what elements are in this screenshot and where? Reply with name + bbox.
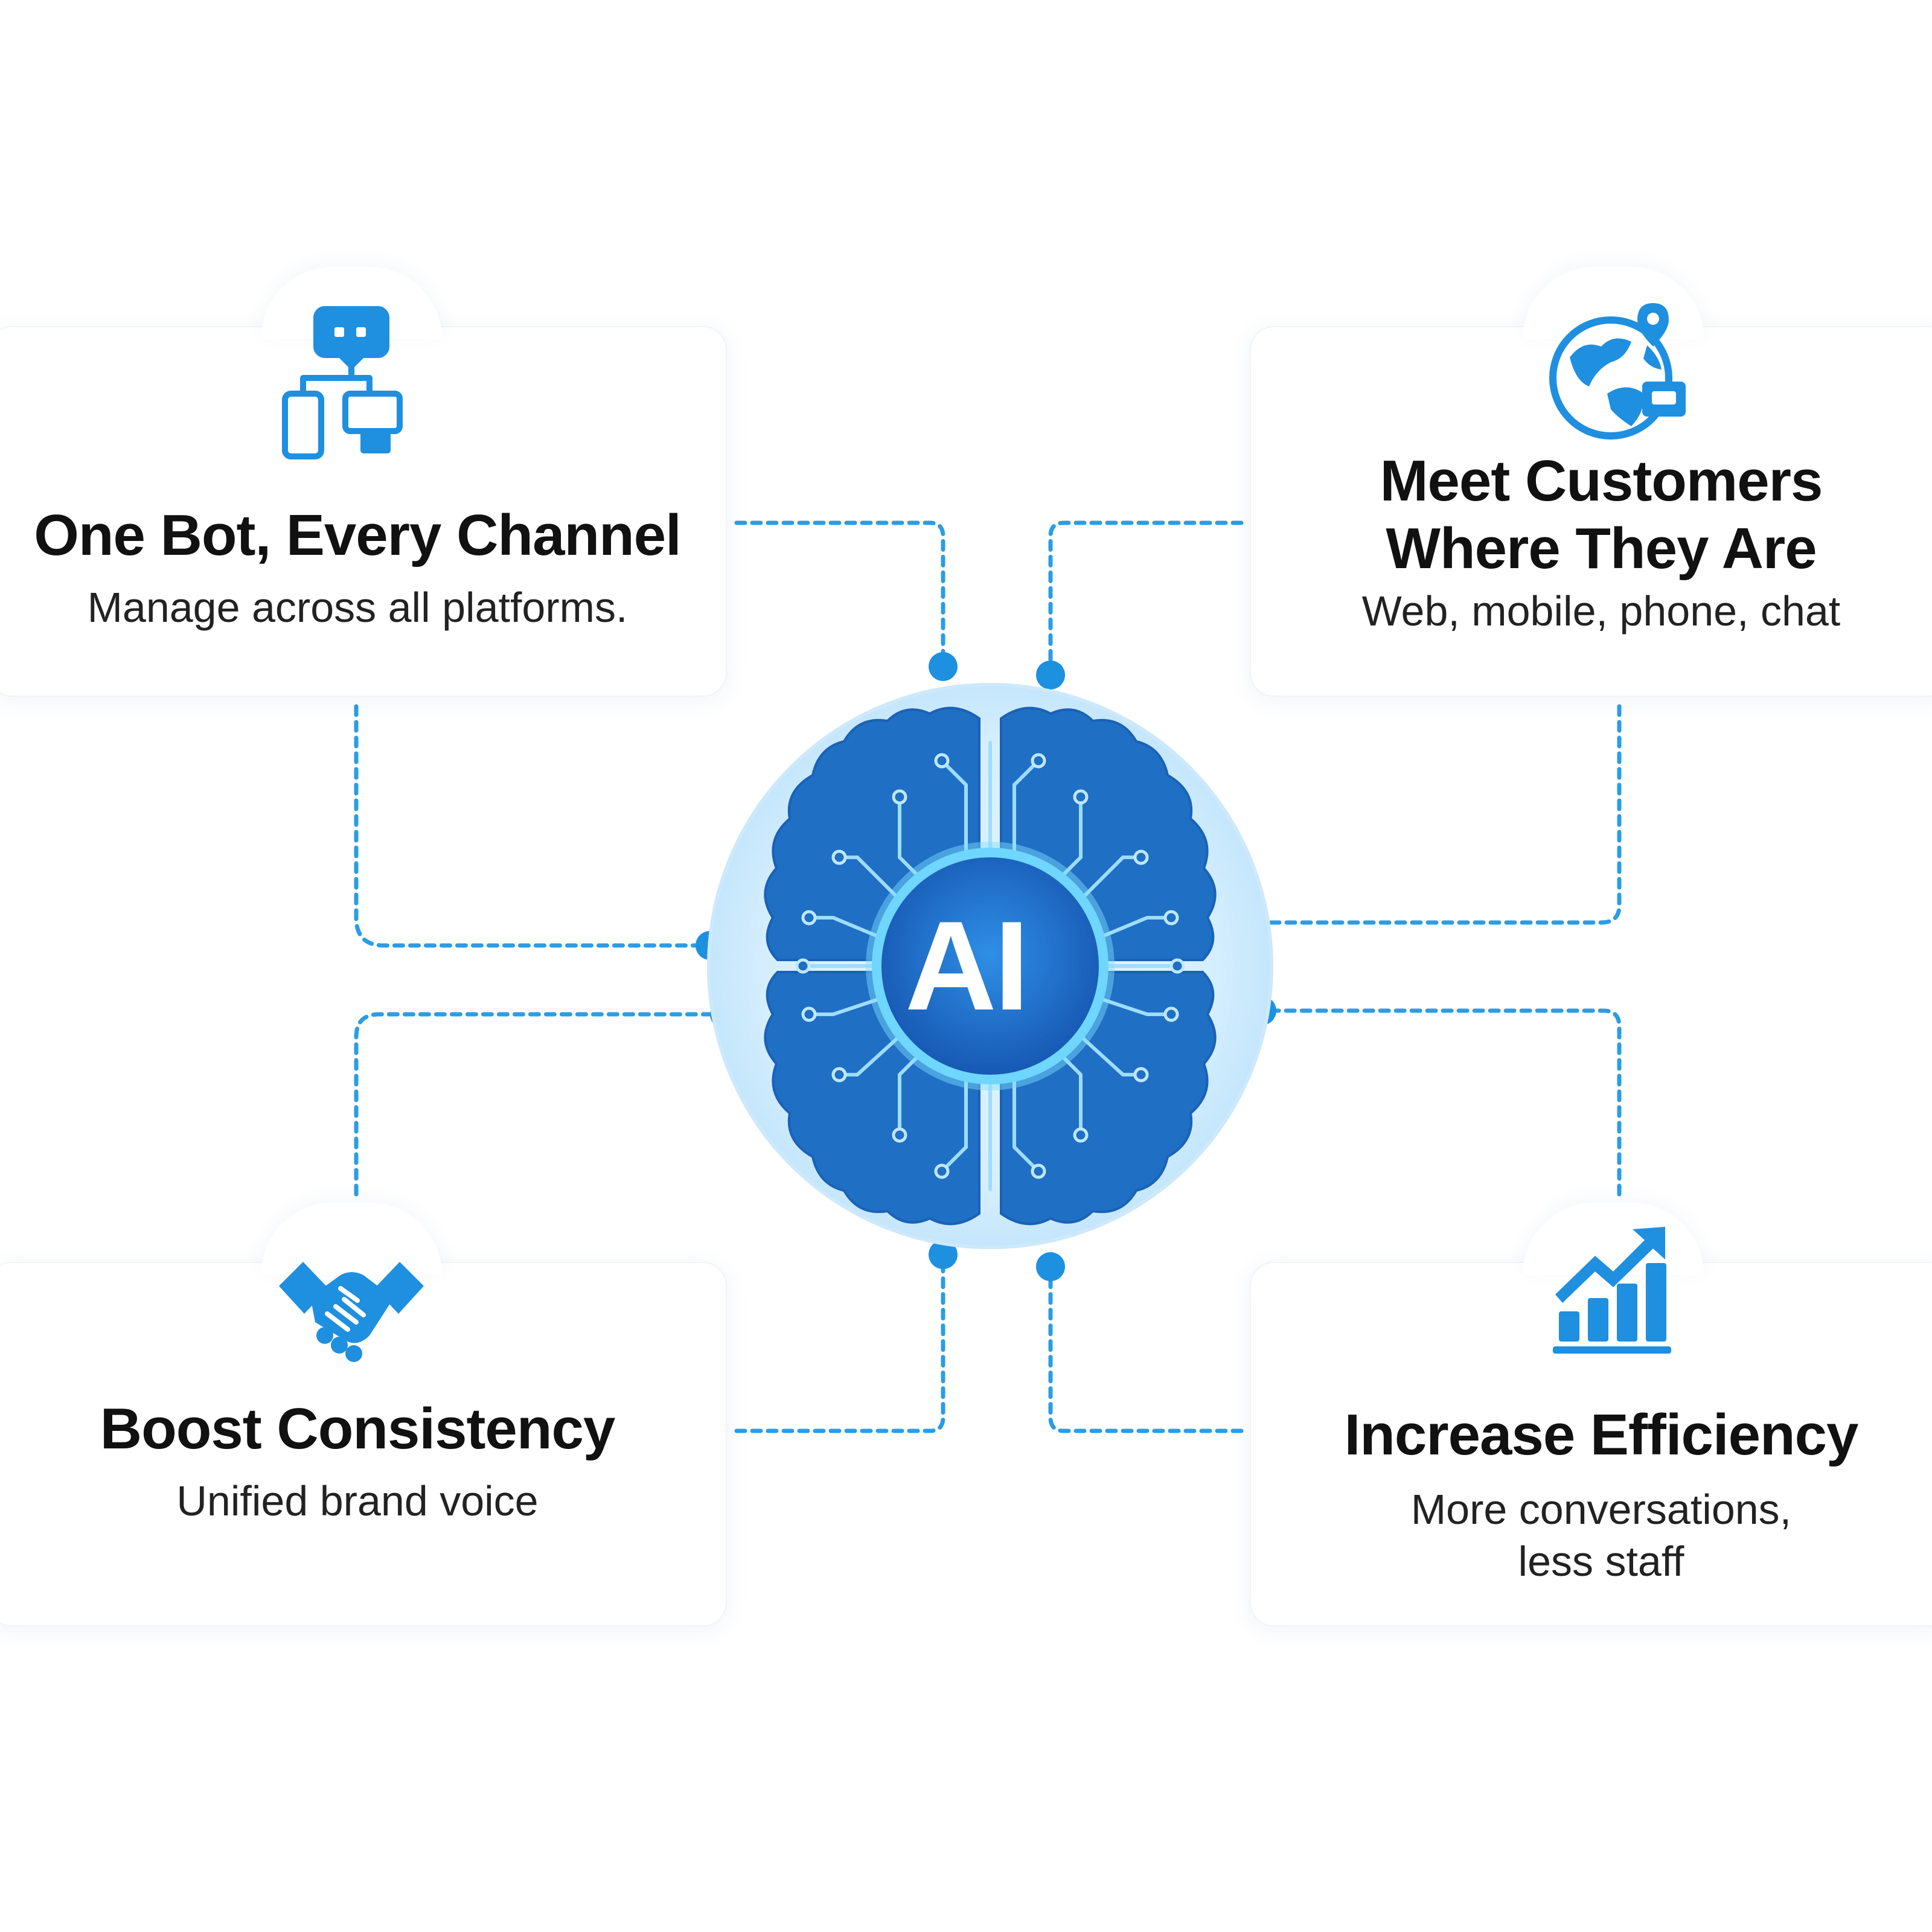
growth-chart-icon	[1553, 1227, 1671, 1354]
card-title: One Bot, Every Channel	[34, 503, 682, 568]
card-increase-efficiency: Increase Efficiency More conversations, …	[1250, 1203, 1932, 1627]
handshake-icon	[279, 1262, 424, 1362]
connector-bottom-right-upper	[1259, 1008, 1622, 1197]
card-description: Web, mobile, phone, chat	[1361, 587, 1841, 635]
connector-bottom-left-lower	[734, 1252, 945, 1433]
connector-bottom-left-upper	[354, 1012, 727, 1197]
card-description-line-2: less staff	[1518, 1538, 1684, 1585]
connector-dot	[929, 1240, 958, 1269]
connector-dot	[1036, 1252, 1065, 1281]
card-description: Unified brand voice	[176, 1477, 539, 1524]
ai-brain-circuit-icon	[707, 683, 1273, 1249]
connector-top-left-upper	[734, 520, 945, 667]
card-meet-customers: Meet Customers Where They Are Web, mobil…	[1250, 267, 1932, 697]
card-description-line-1: More conversations,	[1410, 1486, 1792, 1533]
connector-bottom-right-lower	[1048, 1264, 1244, 1433]
connector-top-right-upper	[1048, 520, 1244, 677]
multi-device-chat-icon	[282, 306, 403, 459]
connector-dot	[929, 652, 958, 681]
card-description: Manage across all platforms.	[87, 584, 628, 631]
connector-top-left-lower	[354, 704, 712, 948]
card-title: Boost Consistency	[100, 1396, 615, 1461]
card-title-line-1: Meet Customers	[1380, 449, 1823, 513]
card-boost-consistency: Boost Consistency Unified brand voice	[0, 1203, 727, 1627]
connector-top-right-lower	[1247, 704, 1622, 925]
center-ai-label: AI	[905, 895, 1029, 1037]
connector-dot	[1036, 661, 1065, 689]
globe-location-icon	[1549, 303, 1686, 440]
card-title: Increase Efficiency	[1344, 1403, 1859, 1467]
card-one-bot-every-channel: One Bot, Every Channel Manage across all…	[0, 267, 727, 697]
card-title-line-2: Where They Are	[1386, 516, 1817, 581]
